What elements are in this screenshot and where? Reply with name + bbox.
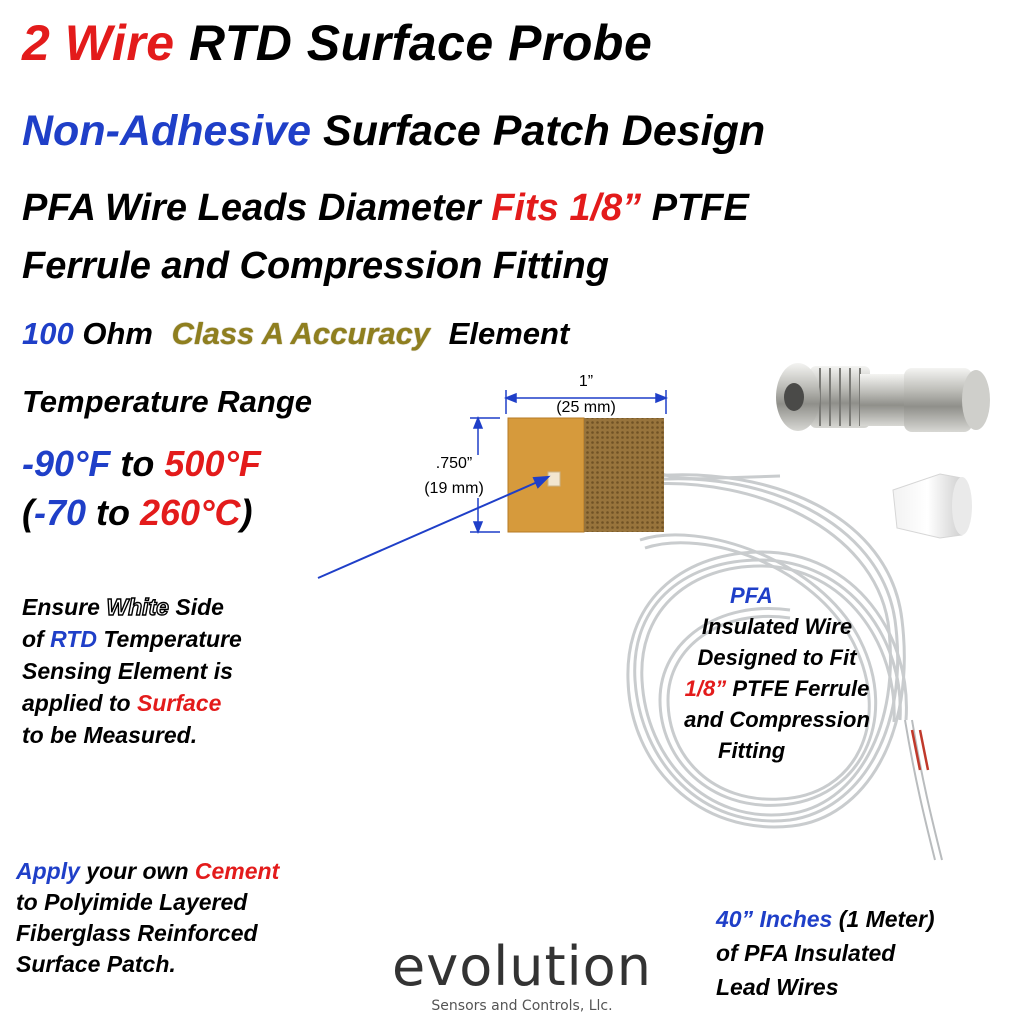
ohm-line: 100 Ohm Class A Accuracy Element <box>22 316 570 351</box>
company-logo: evolution Sensors and Controls, Llc. <box>390 935 654 1015</box>
subtitle: Non-Adhesive Surface Patch Design <box>22 107 766 155</box>
temp-range-label: Temperature Range <box>22 384 312 419</box>
logo-wordmark: evolution <box>392 935 652 998</box>
temp-range-f: -90°F to 500°F <box>22 443 261 484</box>
height-dimension-mm: (19 mm) <box>424 480 484 497</box>
ferrule-line: Ferrule and Compression Fitting <box>22 245 609 287</box>
surface-patch <box>507 417 664 533</box>
dimension-lines <box>470 390 669 535</box>
pfa-note: PFA Insulated Wire Designed to Fit 1/8” … <box>684 583 870 763</box>
wire-tail <box>904 719 943 861</box>
compression-fitting <box>776 363 990 432</box>
wire-coil <box>626 473 908 829</box>
height-dimension: .750” <box>435 455 473 472</box>
lead-wires-note: 40” Inches (1 Meter) of PFA Insulated Le… <box>716 906 935 1000</box>
temp-range-c: (-70 to 260°C) <box>22 492 253 533</box>
pointer-arrow <box>317 475 551 579</box>
ptfe-ferrule <box>892 473 972 539</box>
ensure-note: Ensure White Side of RTD Temperature Sen… <box>22 593 242 748</box>
width-dimension: 1” <box>578 373 594 390</box>
page-title: 2 Wire RTD Surface Probe <box>22 15 653 71</box>
width-dimension-mm: (25 mm) <box>556 399 616 416</box>
logo-tagline: Sensors and Controls, Llc. <box>431 998 613 1014</box>
apply-note: Apply your own Cement to Polyimide Layer… <box>16 858 280 977</box>
pfa-line: PFA Wire Leads Diameter Fits 1/8” PTFE <box>22 187 749 229</box>
